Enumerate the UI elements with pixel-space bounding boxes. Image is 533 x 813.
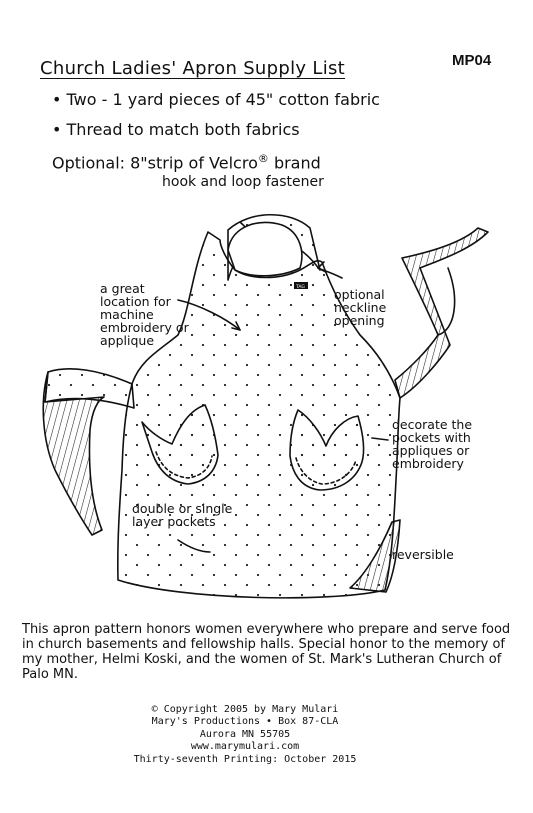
label-tag-text: TAG (295, 284, 305, 290)
copyright-line: © Copyright 2005 by Mary Mulari (151, 704, 339, 715)
optional-supply: Optional: 8"strip of Velcro® brand (52, 152, 321, 172)
note-reversible: reversible (392, 547, 454, 562)
registered-mark: ® (257, 152, 269, 165)
arrow-decorate (371, 437, 389, 441)
neck-opening (227, 221, 303, 277)
note-pockets: double or single layer pockets (132, 501, 233, 529)
right-pocket (289, 409, 365, 491)
right-tie (394, 227, 489, 399)
pattern-code: MP04 (452, 52, 492, 69)
optional-supply-text-end: brand (268, 153, 321, 173)
supply-item: • Thread to match both fabrics (52, 120, 300, 139)
page-title: Church Ladies' Apron Supply List (40, 58, 346, 79)
optional-supply-text: Optional: 8"strip of Velcro (52, 153, 258, 173)
left-pocket (141, 404, 219, 485)
colophon: © Copyright 2005 by Mary Mulari Mary's P… (95, 704, 395, 766)
reversible-corner (349, 519, 401, 593)
website-line: www.marymulari.com (190, 741, 300, 753)
note-decorate-pockets: decorate the pockets with appliques or e… (392, 417, 473, 471)
address-line: Aurora MN 55705 (199, 728, 291, 740)
dedication-text: This apron pattern honors women everywhe… (22, 622, 511, 682)
label-tag (294, 282, 308, 289)
publisher-line: Mary's Productions • Box 87-CLA (151, 716, 339, 728)
supply-item: • Two - 1 yard pieces of 45" cotton fabr… (52, 90, 380, 109)
left-tie-end (42, 371, 105, 536)
optional-supply-detail: hook and loop fastener (162, 174, 324, 190)
arrow-embroidery (177, 299, 241, 331)
arrow-pockets (177, 539, 211, 553)
note-neckline: optional neckline opening (334, 287, 387, 328)
printing-line: Thirty-seventh Printing: October 2015 (133, 753, 357, 765)
note-embroidery: a great location for machine embroidery … (100, 281, 189, 348)
